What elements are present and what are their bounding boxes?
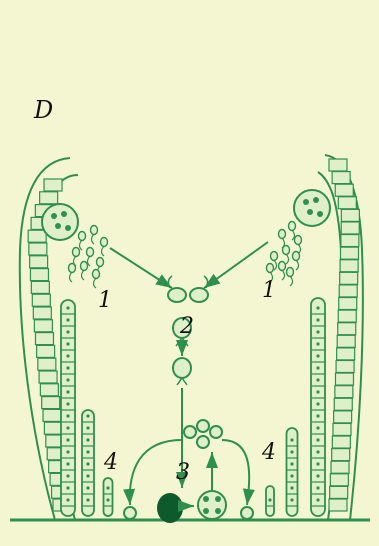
cell (341, 209, 359, 221)
cell (338, 323, 356, 335)
cell (28, 230, 46, 242)
cell (29, 243, 47, 255)
cell (339, 298, 357, 310)
cell (40, 192, 58, 204)
cell (33, 307, 51, 319)
cell (340, 247, 358, 259)
gamete (279, 262, 286, 281)
cell (35, 333, 53, 345)
panel-label: D (34, 98, 53, 122)
cell (337, 348, 355, 360)
cell (40, 384, 58, 396)
cell (334, 398, 352, 410)
cell (330, 486, 348, 498)
cell (44, 179, 62, 191)
filament-right-4 (266, 486, 274, 516)
fusing-gametes (168, 276, 208, 302)
arrow-to-right-germling (222, 440, 249, 505)
zygote-division (198, 491, 226, 519)
zygote (157, 493, 183, 523)
cell (335, 386, 353, 398)
gamete (69, 264, 76, 283)
filament-left-2 (61, 300, 75, 516)
cell (334, 411, 352, 423)
germlings-left (61, 300, 113, 516)
cell (32, 294, 50, 306)
gamete (93, 270, 100, 289)
cell (38, 358, 56, 370)
cell (339, 285, 357, 297)
gametes-right (267, 222, 302, 287)
label-zygote: 3 (176, 462, 190, 484)
gametangium-right (294, 190, 330, 226)
cell (332, 436, 350, 448)
cell (331, 461, 349, 473)
cell (338, 197, 356, 209)
settled-spore-right (241, 507, 253, 519)
label-fusion: 2 (180, 316, 194, 338)
cell (336, 360, 354, 372)
gamete (101, 238, 108, 257)
cell (30, 269, 48, 281)
filament-left-3 (82, 410, 94, 516)
filament-right-2 (311, 298, 325, 516)
filament-left-4 (104, 478, 113, 516)
label-gametes-right: 1 (262, 280, 276, 302)
gamete (91, 226, 98, 245)
cell (332, 172, 350, 184)
gamete (287, 268, 294, 287)
gametes-left (69, 226, 108, 289)
gamete (79, 232, 86, 251)
cell (341, 222, 359, 234)
settled-spore-left (124, 507, 136, 519)
cell (335, 184, 353, 196)
cell (340, 272, 358, 284)
arrow-left-to-fusion (110, 248, 172, 288)
cell (42, 397, 60, 409)
cell (44, 422, 62, 434)
cell (341, 235, 359, 247)
planozygote-2 (173, 358, 191, 385)
cell (335, 373, 353, 385)
gamete (81, 262, 88, 281)
label-gametes-left: 1 (98, 290, 112, 312)
cell (39, 371, 57, 383)
label-germling-left: 4 (104, 452, 118, 474)
cell (30, 256, 48, 268)
cell (330, 474, 348, 486)
cell (43, 409, 61, 421)
cell (37, 345, 55, 357)
cell (31, 281, 49, 293)
cell (333, 423, 351, 435)
germlings-right (266, 298, 325, 516)
zoospores (184, 420, 222, 448)
gamete (293, 252, 300, 271)
cell (329, 499, 347, 511)
filament-right-3 (287, 428, 298, 516)
cell (337, 335, 355, 347)
cell (34, 320, 52, 332)
arrow-right-to-fusion (204, 242, 268, 288)
label-germling-right: 4 (262, 442, 276, 464)
gametangium-left (42, 204, 78, 240)
cell (332, 449, 350, 461)
cell (329, 159, 347, 171)
cell (340, 260, 358, 272)
cell (338, 310, 356, 322)
